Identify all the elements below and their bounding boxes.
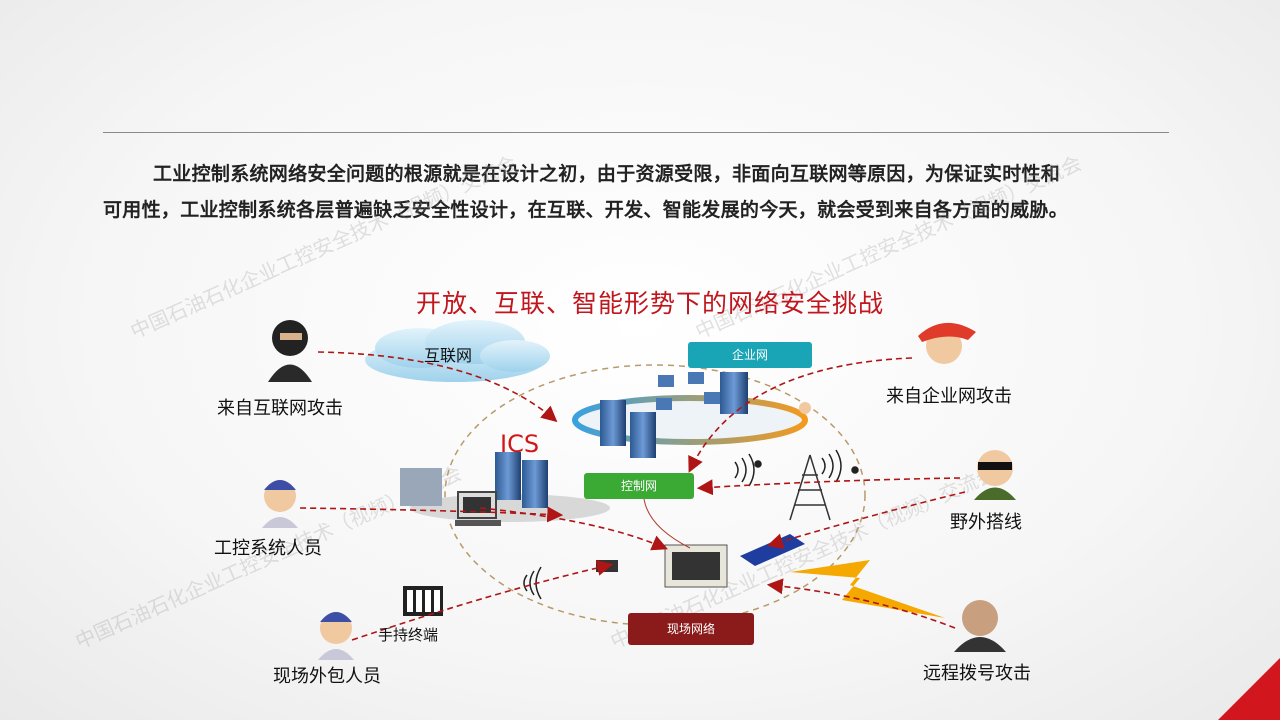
attack-arrows xyxy=(299,351,966,641)
cloud-label: 互联网 xyxy=(424,346,473,365)
internet-cloud-icon xyxy=(365,320,550,382)
enterprise-network-tag: 企业网 xyxy=(688,342,812,368)
radio-tower-icon xyxy=(789,454,831,521)
enterprise-network-icon xyxy=(572,372,811,458)
remote-dial-avatar xyxy=(954,600,1006,652)
field-wiring-avatar xyxy=(974,450,1016,500)
diagram-title: 开放、互联、智能形势下的网络安全挑战 xyxy=(415,289,884,318)
ics-label: ICS xyxy=(500,430,540,458)
outsourced-staff-label: 现场外包人员 xyxy=(273,666,381,687)
lightning-icon xyxy=(790,560,945,618)
intro-paragraph: 工业控制系统网络安全问题的根源就是在设计之初，由于资源受限，非面向互联网等原因，… xyxy=(103,156,1169,228)
ics-servers-icon xyxy=(400,452,610,526)
ics-staff-avatar xyxy=(262,480,298,528)
intro-line-2: 可用性，工业控制系统各层普遍缺乏安全性设计，在互联、开发、智能发展的今天，就会受… xyxy=(103,199,1069,221)
remote-dial-label: 远程拨号攻击 xyxy=(923,663,1031,684)
enterprise-attacker-avatar xyxy=(918,322,976,364)
internet-attack-label: 来自互联网攻击 xyxy=(217,398,343,419)
field-network-tag: 现场网络 xyxy=(628,613,754,645)
field-controller-icon xyxy=(596,534,805,588)
network-boundary xyxy=(444,364,866,626)
control-network-tag: 控制网 xyxy=(584,473,694,499)
handheld-terminal-label: 手持终端 xyxy=(378,626,439,644)
header-rule xyxy=(103,132,1169,133)
intro-line-1: 工业控制系统网络安全问题的根源就是在设计之初，由于资源受限，非面向互联网等原因，… xyxy=(153,163,1061,185)
enterprise-attack-label: 来自企业网攻击 xyxy=(886,386,1012,407)
corner-accent xyxy=(1218,658,1280,720)
handheld-terminal-icon xyxy=(403,586,443,616)
wireless-signal-icon xyxy=(523,449,859,600)
hacker-avatar xyxy=(268,320,312,382)
outsourced-staff-avatar xyxy=(318,612,354,660)
field-wiring-label: 野外搭线 xyxy=(950,512,1022,533)
ics-staff-label: 工控系统人员 xyxy=(214,538,322,559)
